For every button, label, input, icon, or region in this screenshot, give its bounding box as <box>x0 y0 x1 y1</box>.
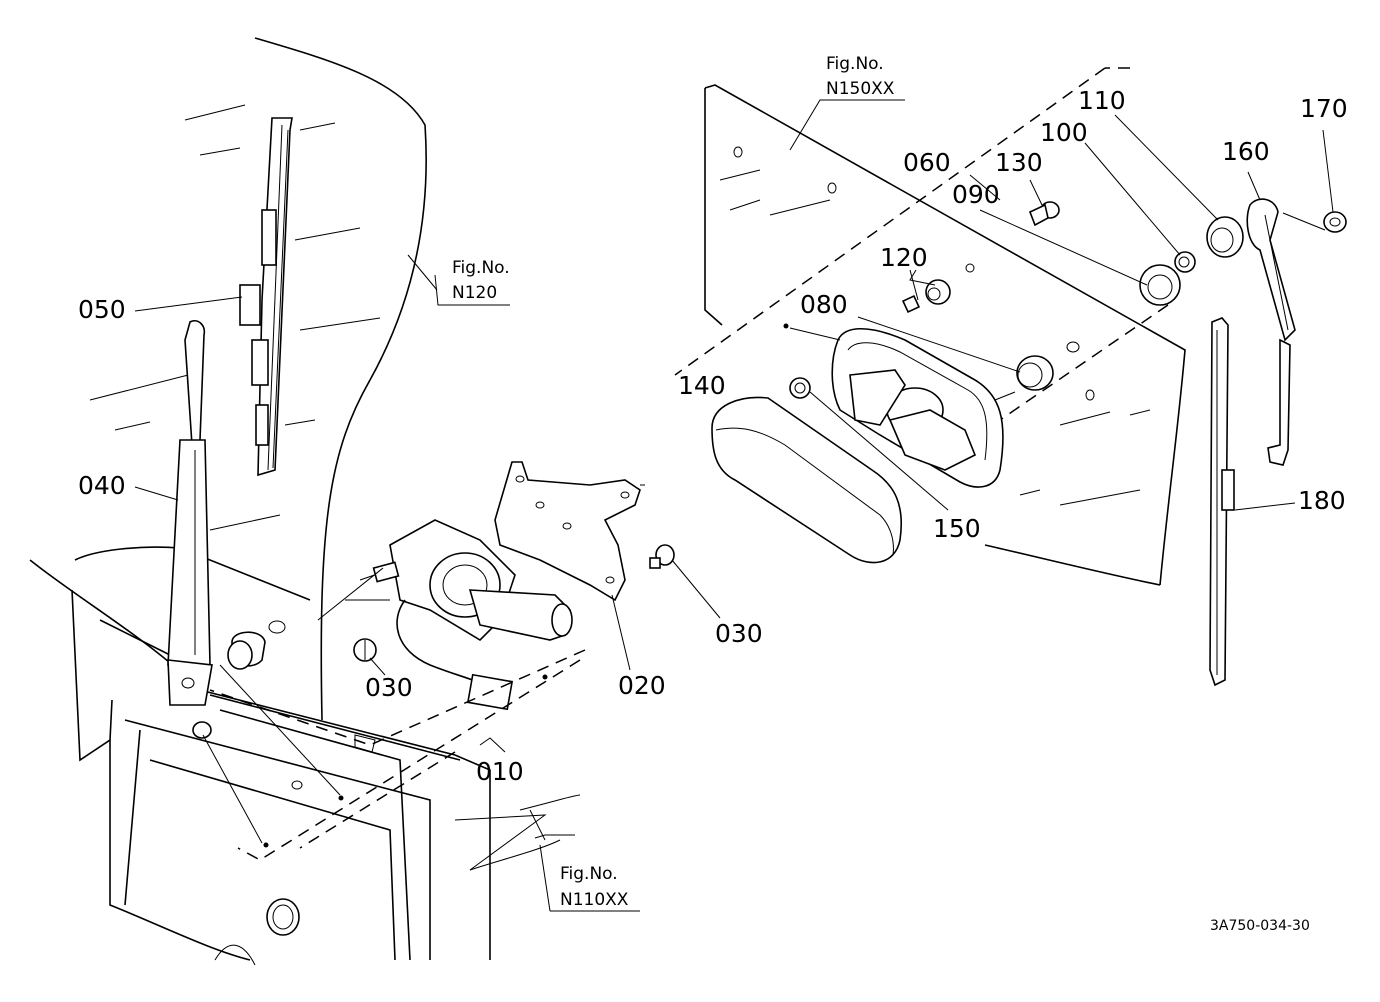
leader-lines <box>134 99 1334 844</box>
callout-090: 090 <box>952 180 1000 209</box>
motor-bracket-020 <box>494 461 641 602</box>
callout-050: 050 <box>78 295 126 324</box>
callout-010: 010 <box>476 757 524 786</box>
rear-wiper-arm-160 <box>1246 198 1296 466</box>
callout-060: 060 <box>903 148 951 177</box>
callout-020: 020 <box>618 671 666 700</box>
nut-170 <box>1323 211 1347 233</box>
callout-080: 080 <box>800 290 848 319</box>
nut-150 <box>789 377 811 399</box>
callout-130: 130 <box>995 148 1043 177</box>
seal-090 <box>1139 264 1181 306</box>
callout-180: 180 <box>1298 486 1346 515</box>
rear-wiper-motor <box>831 328 1016 488</box>
bolt-030-right <box>649 544 675 569</box>
callout-160: 160 <box>1222 137 1270 166</box>
front-assembly-outline <box>209 649 586 861</box>
callout-100: 100 <box>1040 118 1088 147</box>
bush-120 <box>901 263 975 314</box>
screw-130 <box>1028 201 1060 227</box>
rear-wiper-blade-180 <box>1209 317 1235 687</box>
fig-ref-n150xx-line2: N150XX <box>826 79 895 99</box>
callout-040: 040 <box>78 471 126 500</box>
rear-window-glass <box>704 84 1186 586</box>
grommet-080 <box>1016 341 1080 391</box>
fig-ref-n150xx-line1: Fig.No. <box>826 54 884 74</box>
fig-ref-n120-line2: N120 <box>452 283 497 303</box>
fig-ref-n120-line1: Fig.No. <box>452 258 510 278</box>
fig-ref-n110xx-line2: N110XX <box>560 890 629 910</box>
cap-110 <box>1206 216 1244 258</box>
washer-100 <box>1174 251 1196 273</box>
callout-030-left: 030 <box>365 673 413 702</box>
drawing-code: 3A750-034-30 <box>1210 918 1310 934</box>
callout-030-right: 030 <box>715 619 763 648</box>
callout-140: 140 <box>678 371 726 400</box>
wiper-blade-050 <box>239 117 293 477</box>
fig-ref-n110xx-line1: Fig.No. <box>560 864 618 884</box>
callout-170: 170 <box>1300 94 1348 123</box>
callout-150: 150 <box>933 514 981 543</box>
wiper-arm-040 <box>167 320 213 706</box>
pivot-cap <box>192 620 286 739</box>
bolt-030-left <box>353 638 377 662</box>
front-cab-window <box>29 37 581 966</box>
callout-110: 110 <box>1078 86 1126 115</box>
motor-cover-140 <box>711 396 903 564</box>
callout-120: 120 <box>880 243 928 272</box>
rear-assembly-outline <box>674 67 1169 421</box>
